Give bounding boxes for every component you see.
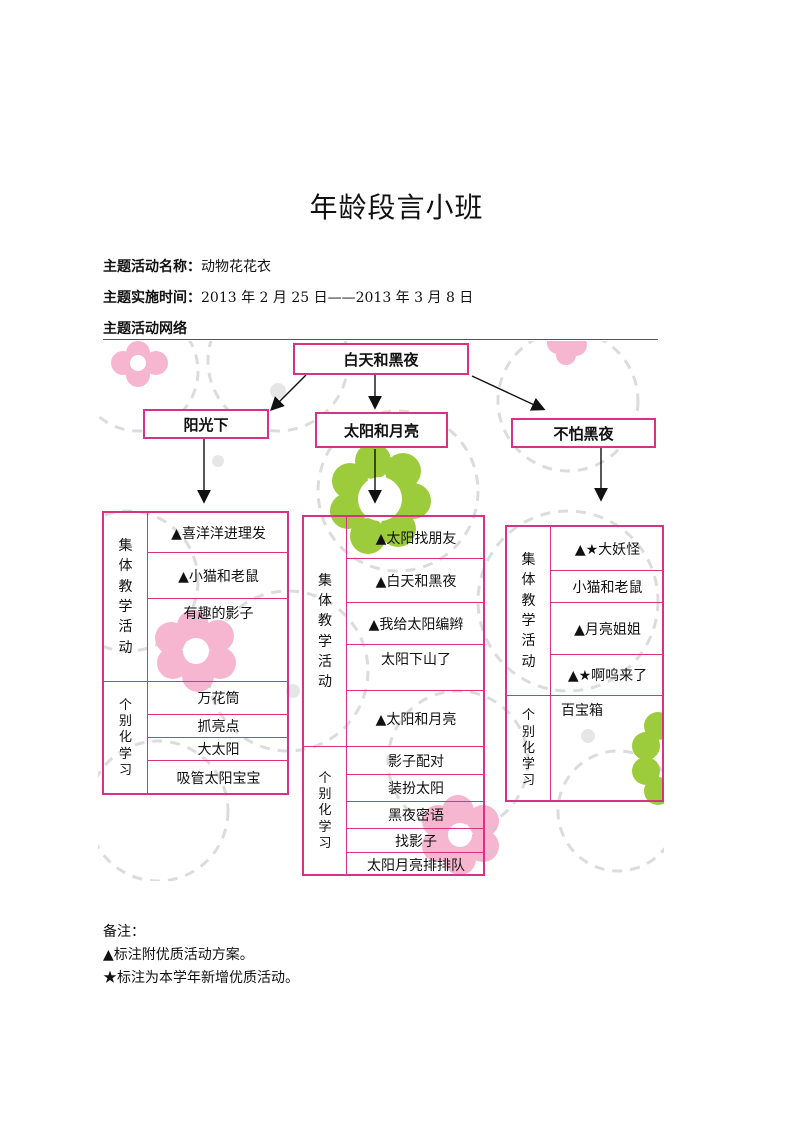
network-connectors <box>197 374 608 504</box>
theme-name-label: 主题活动名称： <box>103 259 201 275</box>
branch-node-not-afraid: 不怕黑夜 <box>511 418 656 448</box>
activity-cell: 小猫和老鼠 <box>551 571 664 603</box>
activity-cell: 抓亮点 <box>148 715 289 738</box>
group-activity-label: 集体教学活动 <box>104 513 148 681</box>
activity-cell: ▲太阳和月亮 <box>375 711 457 728</box>
activity-cell: ▲太阳找朋友 <box>347 517 485 559</box>
pink-flower-top-right <box>547 341 587 365</box>
activity-cell: 找影子 <box>347 829 485 853</box>
activity-cell: 吸管太阳宝宝 <box>176 771 261 787</box>
activity-cell: 百宝箱 <box>561 703 603 719</box>
activity-cell: ▲★啊呜来了 <box>567 668 648 684</box>
branch-node-sunlight: 阳光下 <box>143 409 269 439</box>
heading-rule <box>103 339 658 340</box>
green-flower <box>330 443 431 554</box>
branch-node-sun-moon: 太阳和月亮 <box>315 412 448 448</box>
activity-cell: ▲月亮姐姐 <box>551 603 664 655</box>
document-title: 年龄段言小班 <box>309 191 484 224</box>
theme-time-label: 主题实施时间： <box>103 290 201 306</box>
group-activity-label: 集体教学活动 <box>507 527 551 695</box>
activity-cell: ▲小猫和老鼠 <box>148 553 289 599</box>
activity-cell: 有趣的影子 <box>183 606 254 622</box>
activity-cell: 影子配对 <box>347 747 485 775</box>
activity-cell: ▲白天和黑夜 <box>347 559 485 603</box>
green-flower-right <box>632 712 664 805</box>
individual-learning-label: 个别化学习 <box>304 747 347 876</box>
activity-table-not-afraid: 集体教学活动 个别化学习 ▲★大妖怪 小猫和老鼠 ▲月亮姐姐 ▲★啊呜来了 百宝… <box>505 525 664 802</box>
activity-cell: 大太阳 <box>148 738 289 761</box>
activity-table-sunlight: 集体教学活动 个别化学习 ▲喜洋洋进理发 ▲小猫和老鼠 有趣的影子 万花筒 抓亮… <box>102 511 289 795</box>
activity-cell: ▲喜洋洋进理发 <box>148 513 289 553</box>
activity-table-sun-moon: 集体教学活动 个别化学习 ▲太阳找朋友 ▲白天和黑夜 ▲我给太阳编辫 太阳下山了… <box>302 515 485 876</box>
notes-heading: 备注： <box>103 924 145 940</box>
individual-learning-label: 个别化学习 <box>507 696 551 802</box>
note-star: ★标注为本学年新增优质活动。 <box>103 970 299 986</box>
pink-flower-top-left <box>111 341 168 387</box>
decorative-background <box>98 341 664 881</box>
theme-time-value: 2013 年 2 月 25 日——2013 年 3 月 8 日 <box>201 290 474 306</box>
activity-cell: ▲★大妖怪 <box>551 527 664 571</box>
activity-cell: 太阳月亮排排队 <box>367 857 465 874</box>
note-triangle: ▲标注附优质活动方案。 <box>103 947 254 963</box>
theme-name-value: 动物花花衣 <box>201 259 271 275</box>
activity-cell: 太阳下山了 <box>347 645 485 691</box>
activity-cell: ▲我给太阳编辫 <box>347 603 485 645</box>
theme-name-line: 主题活动名称：动物花花衣 <box>103 258 271 276</box>
root-node: 白天和黑夜 <box>293 343 469 375</box>
group-activity-label: 集体教学活动 <box>304 517 347 746</box>
network-label: 主题活动网络 <box>103 321 187 337</box>
activity-cell: 黑夜密语 <box>347 802 485 829</box>
activity-cell: 万花筒 <box>148 682 289 715</box>
theme-time-line: 主题实施时间：2013 年 2 月 25 日——2013 年 3 月 8 日 <box>103 289 473 307</box>
network-heading: 主题活动网络 <box>103 320 187 338</box>
individual-learning-label: 个别化学习 <box>104 682 148 795</box>
activity-cell: 装扮太阳 <box>347 775 485 802</box>
pink-flower-middle <box>155 610 236 692</box>
